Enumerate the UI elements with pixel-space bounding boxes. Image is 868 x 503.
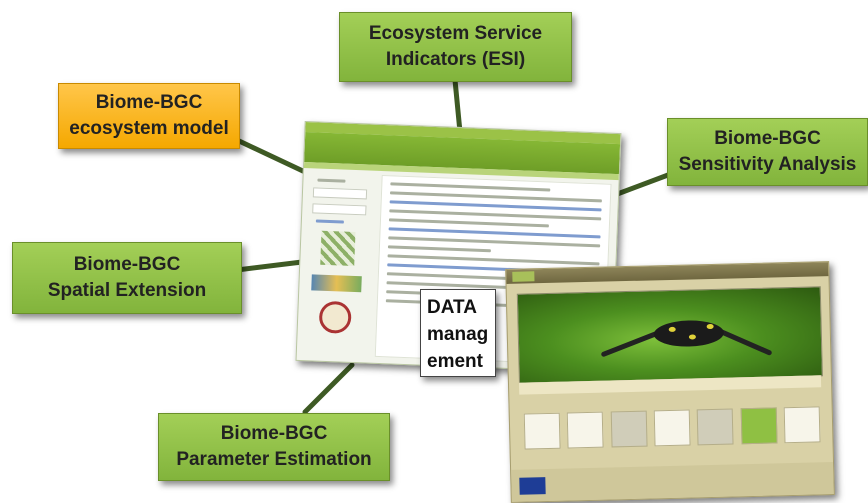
sensitivity-analysis-node-line2: Sensitivity Analysis <box>678 154 857 175</box>
parameter-estimation-node-line2: Parameter Estimation <box>176 449 372 470</box>
ecosystem-model-node-line2: ecosystem model <box>69 118 229 139</box>
sensitivity-analysis-node-line1: Biome-BGC <box>714 128 821 149</box>
connector-model <box>234 137 308 175</box>
analysis-tile <box>567 411 604 449</box>
connector-parameter <box>302 362 355 415</box>
analysis-tile <box>653 409 691 447</box>
spatial-extension-node: Biome-BGC Spatial Extension <box>12 242 242 314</box>
frog-photo-image <box>516 286 823 384</box>
spatial-extension-node-line1: Biome-BGC <box>73 254 181 275</box>
spatial-extension-node-line2: Spatial Extension <box>47 280 207 301</box>
analysis-portal-screenshot <box>505 261 835 503</box>
data-management-node-line1: DATA <box>427 297 477 318</box>
esi-node-line2: Indicators (ESI) <box>385 49 526 70</box>
analysis-tiles <box>523 406 821 453</box>
eu-flag-image <box>519 477 546 495</box>
ecosystem-model-node: Biome-BGC ecosystem model <box>58 83 240 149</box>
analysis-tile <box>740 407 778 445</box>
parameter-estimation-node: Biome-BGC Parameter Estimation <box>158 413 390 481</box>
sponsor-logo-image <box>320 230 356 267</box>
data-management-node-line3: ement <box>427 351 483 372</box>
sensitivity-analysis-node: Biome-BGC Sensitivity Analysis <box>667 118 868 186</box>
analysis-tile <box>696 408 734 446</box>
analysis-tile <box>610 410 648 448</box>
connector-spatial <box>234 259 305 273</box>
university-seal-image <box>318 300 352 334</box>
sponsor-logo-image-2 <box>311 274 362 293</box>
connector-esi <box>452 77 463 135</box>
esi-node: Ecosystem Service Indicators (ESI) <box>339 12 572 82</box>
data-management-node: DATA manag ement <box>420 289 496 377</box>
ecosystem-model-node-line1: Biome-BGC <box>95 92 203 113</box>
screenshot-sidebar <box>303 172 372 354</box>
analysis-tile <box>783 406 821 444</box>
connector-sensitivity <box>609 172 671 199</box>
data-management-node-line2: manag <box>427 324 489 345</box>
esi-node-line1: Ecosystem Service <box>368 23 543 44</box>
analysis-tile <box>523 412 561 450</box>
parameter-estimation-node-line1: Biome-BGC <box>220 423 328 444</box>
